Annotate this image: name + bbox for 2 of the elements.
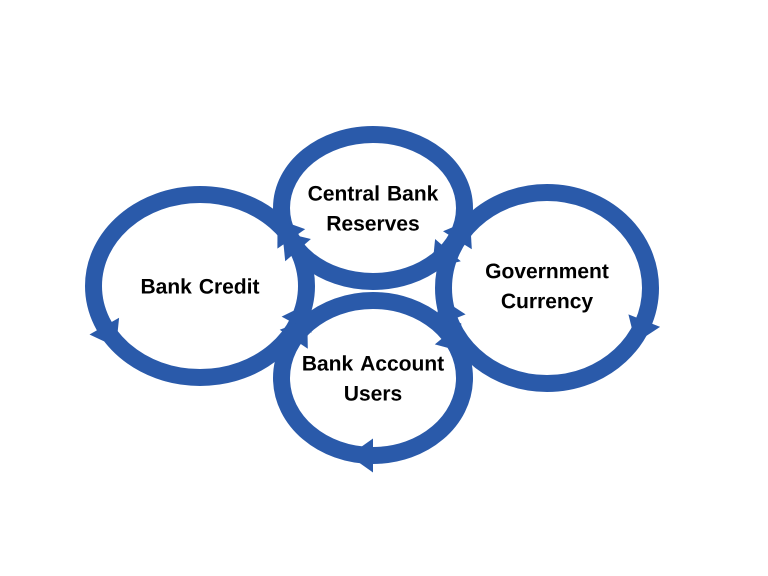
cycle-ring: Bank Account Users: [273, 292, 473, 472]
cycle-ring: Central Bank Reserves: [273, 126, 473, 290]
